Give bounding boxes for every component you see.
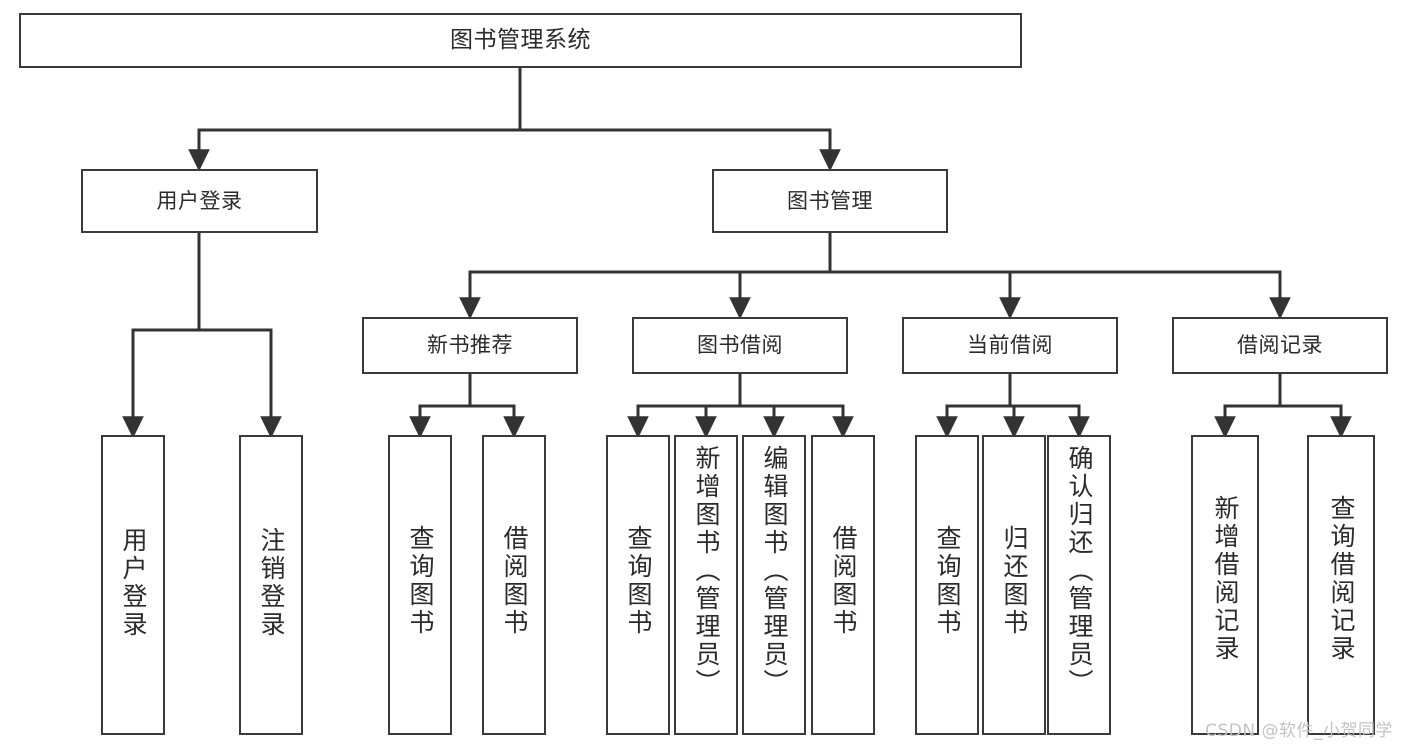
node-label: 查询图书	[933, 525, 962, 637]
watermark: CSDN @软件_小贺同学	[1205, 721, 1393, 741]
leaf-query-borrow-record[interactable]: 查询借阅记录	[1307, 435, 1375, 735]
node-label: 确认归还（管理员）	[1065, 445, 1094, 697]
node-label: 编辑图书（管理员）	[760, 445, 789, 697]
leaf-user-login[interactable]: 用户登录	[101, 435, 165, 735]
node-borrow-record[interactable]: 借阅记录	[1172, 317, 1388, 374]
node-label: 新增借阅记录	[1211, 495, 1240, 663]
node-label: 新书推荐	[427, 333, 513, 358]
leaf-query-book-recommend[interactable]: 查询图书	[388, 435, 452, 735]
node-label: 查询借阅记录	[1327, 495, 1356, 663]
leaf-add-book-admin[interactable]: 新增图书（管理员）	[674, 435, 738, 735]
node-label: 当前借阅	[967, 333, 1053, 358]
node-label: 查询图书	[406, 525, 435, 637]
node-label: 借阅图书	[500, 525, 529, 637]
leaf-borrow-book-recommend[interactable]: 借阅图书	[482, 435, 546, 735]
leaf-query-book-current[interactable]: 查询图书	[915, 435, 979, 735]
node-label: 查询图书	[624, 525, 653, 637]
node-label: 图书借阅	[697, 333, 783, 358]
node-current-borrow[interactable]: 当前借阅	[902, 317, 1118, 374]
node-label: 图书管理	[787, 188, 873, 213]
leaf-confirm-return-admin[interactable]: 确认归还（管理员）	[1047, 435, 1111, 735]
node-label: 归还图书	[1000, 525, 1029, 637]
node-label: 新增图书（管理员）	[692, 445, 721, 697]
node-label: 借阅记录	[1237, 333, 1323, 358]
leaf-logout[interactable]: 注销登录	[239, 435, 303, 735]
node-label: 图书管理系统	[450, 26, 591, 53]
leaf-edit-book-admin[interactable]: 编辑图书（管理员）	[742, 435, 806, 735]
node-book-management[interactable]: 图书管理	[712, 169, 948, 233]
node-new-book-recommend[interactable]: 新书推荐	[362, 317, 578, 374]
leaf-return-book[interactable]: 归还图书	[982, 435, 1046, 735]
leaf-query-book-borrow[interactable]: 查询图书	[606, 435, 670, 735]
leaf-add-borrow-record[interactable]: 新增借阅记录	[1191, 435, 1259, 735]
node-label: 用户登录	[119, 527, 148, 639]
node-label: 注销登录	[257, 527, 286, 639]
node-root-system[interactable]: 图书管理系统	[19, 13, 1022, 68]
node-label: 用户登录	[156, 188, 243, 213]
node-label: 借阅图书	[829, 525, 858, 637]
node-user-login[interactable]: 用户登录	[81, 169, 318, 233]
leaf-borrow-book[interactable]: 借阅图书	[811, 435, 875, 735]
node-book-borrow[interactable]: 图书借阅	[632, 317, 848, 374]
